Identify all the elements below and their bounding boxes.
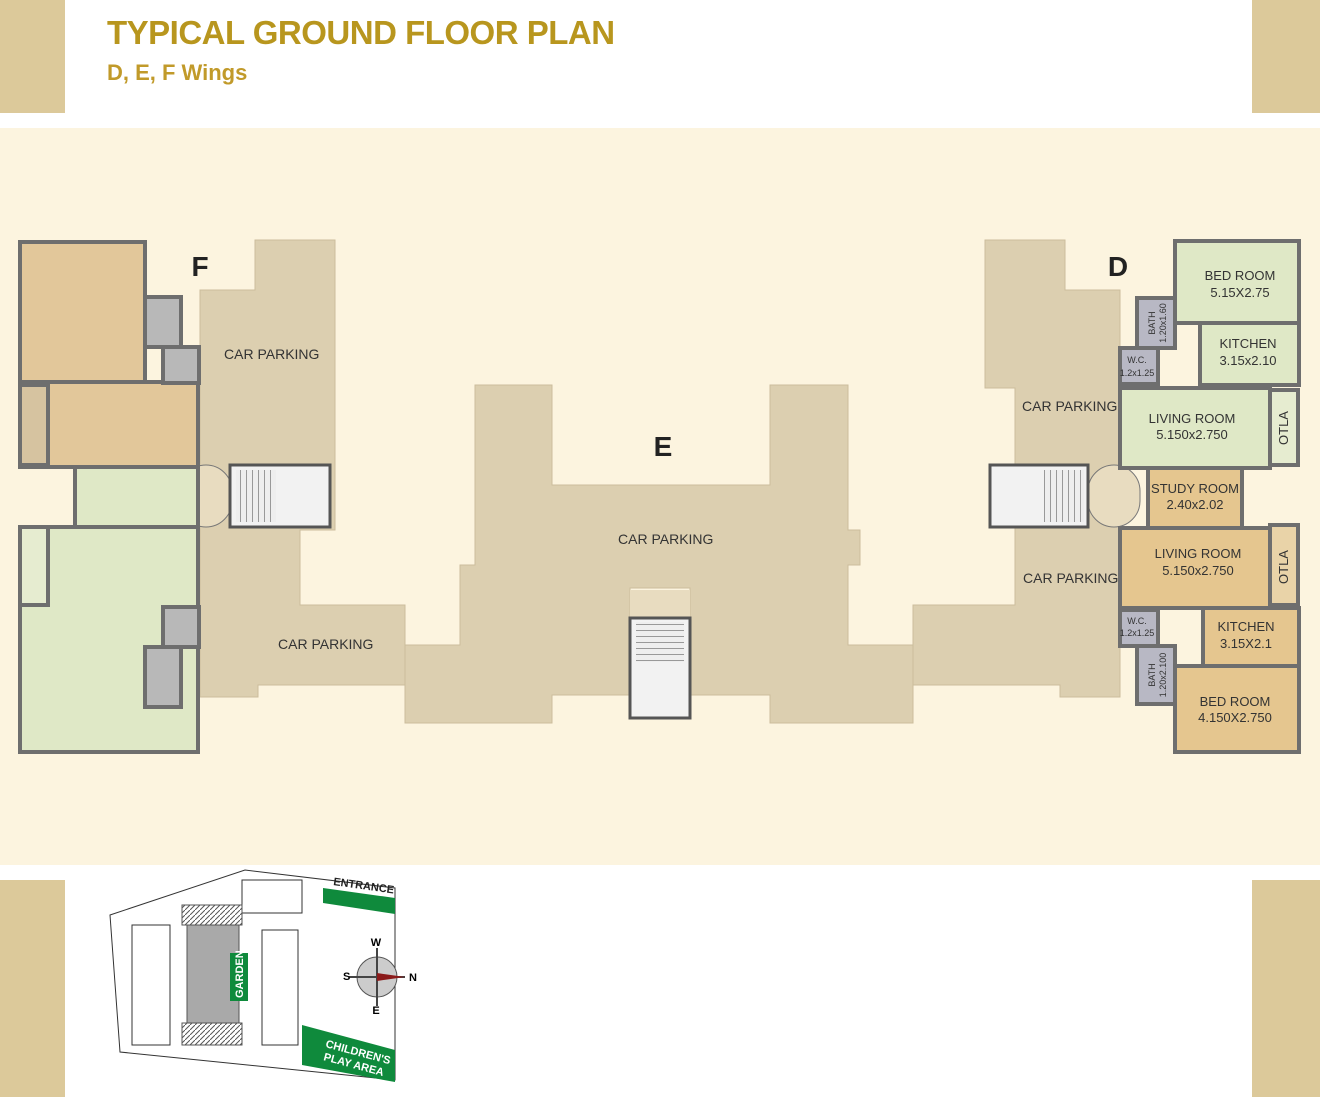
room-size: 5.15X2.75 xyxy=(1210,285,1269,300)
room-size: 1.20x1.60 xyxy=(1158,303,1168,343)
key-plan: ENTRANCE GARDEN CHILDREN'S PLAY AREA W S… xyxy=(109,869,417,1082)
decor-band-top-right xyxy=(1252,0,1320,113)
room-size: 1.2x1.25 xyxy=(1120,368,1155,378)
room-size: 3.15x2.10 xyxy=(1219,353,1276,368)
room-name: BED ROOM xyxy=(1205,268,1276,283)
garden-label: GARDEN xyxy=(234,950,246,998)
room-name: STUDY ROOM xyxy=(1151,481,1239,496)
room-name: KITCHEN xyxy=(1217,619,1274,634)
e-wing-parking xyxy=(404,384,914,724)
parking-label-d-bottom: CAR PARKING xyxy=(1023,570,1118,586)
wing-label-f: F xyxy=(191,251,208,282)
d-staircase xyxy=(988,463,1141,529)
d-room-labels: BED ROOM 5.15X2.75 BATH 1.20x1.60 KITCHE… xyxy=(1120,268,1291,725)
room-name: W.C. xyxy=(1127,616,1147,626)
room-size: 4.150X2.750 xyxy=(1198,710,1272,725)
room-name: BATH xyxy=(1147,311,1157,334)
room-size: 3.15X2.1 xyxy=(1220,636,1272,651)
d-wing-apartments xyxy=(1118,239,1301,754)
parking-label-e: CAR PARKING xyxy=(618,531,713,547)
decor-band-top-left xyxy=(0,0,65,113)
compass-e: E xyxy=(372,1005,379,1017)
room-name: BED ROOM xyxy=(1200,694,1271,709)
f-wing-apartments xyxy=(18,240,201,754)
decor-band-bottom-left xyxy=(0,880,65,1097)
room-name: BATH xyxy=(1147,663,1157,686)
room-name: LIVING ROOM xyxy=(1155,546,1242,561)
page-title: TYPICAL GROUND FLOOR PLAN xyxy=(107,14,615,51)
room-name: W.C. xyxy=(1127,355,1147,365)
wing-label-e: E xyxy=(654,431,673,462)
room-name: KITCHEN xyxy=(1219,336,1276,351)
wing-label-d: D xyxy=(1108,251,1128,282)
room-size: 5.150x2.750 xyxy=(1156,427,1228,442)
room-size: 1.20x2.100 xyxy=(1158,653,1168,698)
room-size: 5.150x2.750 xyxy=(1162,563,1234,578)
parking-label-f-top: CAR PARKING xyxy=(224,346,319,362)
room-size: 2.40x2.02 xyxy=(1166,497,1223,512)
parking-label-d-top: CAR PARKING xyxy=(1022,398,1117,414)
compass-w: W xyxy=(371,937,382,949)
room-name: OTLA xyxy=(1276,550,1291,584)
compass-n: N xyxy=(409,972,417,984)
decor-band-bottom-right xyxy=(1252,880,1320,1097)
room-name: LIVING ROOM xyxy=(1149,411,1236,426)
parking-label-f-bottom: CAR PARKING xyxy=(278,636,373,652)
compass-icon: W S N E xyxy=(343,937,417,1017)
e-staircase xyxy=(628,590,692,720)
page-subtitle: D, E, F Wings xyxy=(107,60,248,85)
f-staircase xyxy=(179,463,332,529)
room-size: 1.2x1.25 xyxy=(1120,628,1155,638)
compass-s: S xyxy=(343,971,350,983)
room-name: OTLA xyxy=(1276,411,1291,445)
